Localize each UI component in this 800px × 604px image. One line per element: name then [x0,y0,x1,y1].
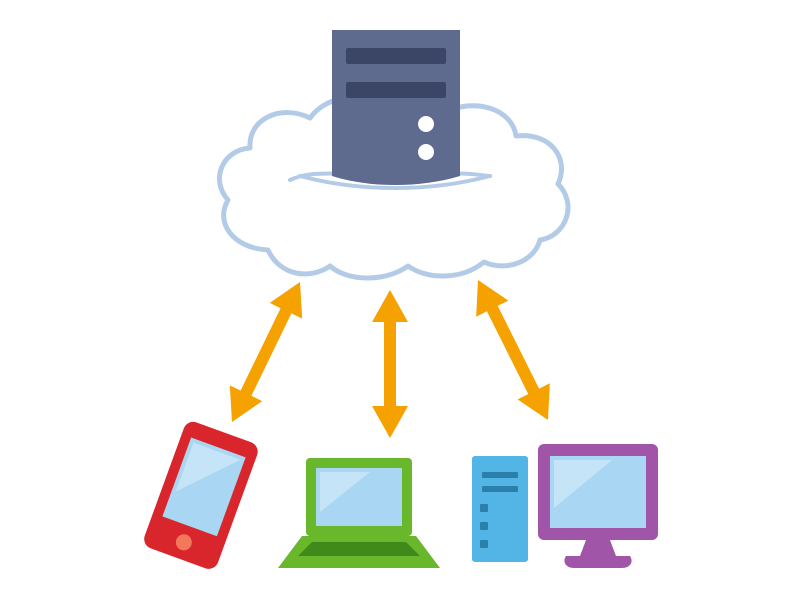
arrow-cloud-laptop [372,290,408,438]
desktop-computer-icon [472,444,658,568]
smartphone-icon [144,421,258,569]
arrow-cloud-phone [229,282,303,422]
server-icon [298,30,492,190]
laptop-icon [278,458,440,568]
arrow-cloud-desktop [476,280,550,420]
bidirectional-arrow-icon [229,280,550,438]
